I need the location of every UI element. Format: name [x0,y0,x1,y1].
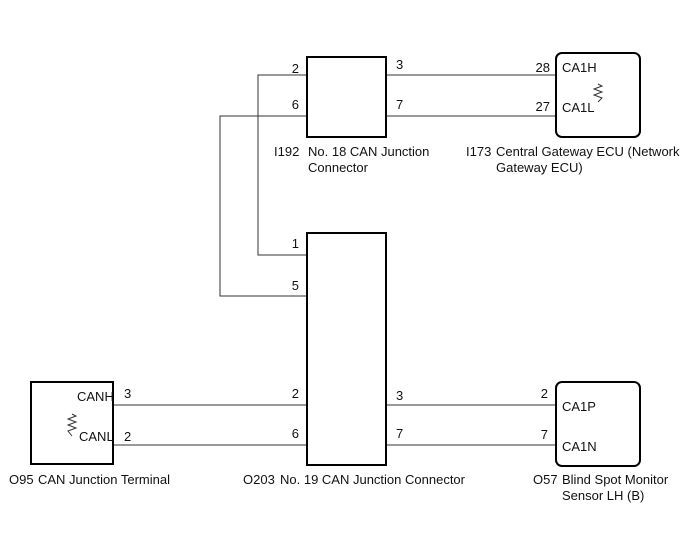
o203-ref: O203 [243,472,275,487]
o203-pin-1: 1 [292,236,299,251]
o95-ref: O95 [9,472,34,487]
i173-name-line1: Central Gateway ECU (Network [496,144,680,159]
o57-name-line1: Blind Spot Monitor [562,472,669,487]
i192-pin-6: 6 [292,97,299,112]
i192-pin-7: 7 [396,97,403,112]
i192-pin-3: 3 [396,57,403,72]
o95-signal-canl: CANL [79,429,114,444]
o95-signal-canh: CANH [77,389,114,404]
o57-ref: O57 [533,472,558,487]
i173-signal-ca1h: CA1H [562,60,597,75]
o203-pin-2: 2 [292,386,299,401]
i192-name-line2: Connector [308,160,369,175]
i173-pin-27: 27 [536,99,550,114]
o95-pin-3: 3 [124,386,131,401]
i173-name-line2: Gateway ECU) [496,160,583,175]
o203-pin-7: 7 [396,426,403,441]
i192-pin-2: 2 [292,61,299,76]
o57-signal-ca1n: CA1N [562,439,597,454]
i173-signal-ca1l: CA1L [562,100,595,115]
o203-pin-3: 3 [396,388,403,403]
o95-name: CAN Junction Terminal [38,472,170,487]
o95-resistor-icon [66,413,78,437]
i192-name-line1: No. 18 CAN Junction [308,144,429,159]
i173-pin-28: 28 [536,60,550,75]
o203-pin-5: 5 [292,278,299,293]
o57-name-line2: Sensor LH (B) [562,488,644,503]
i173-ref: I173 [466,144,491,159]
o57-pin-2: 2 [541,386,548,401]
i173-resistor-icon [592,83,604,103]
o57-sensor-box [555,381,641,467]
i173-ecu-box [555,52,641,138]
o57-signal-ca1p: CA1P [562,399,596,414]
o203-name: No. 19 CAN Junction Connector [280,472,466,487]
o203-pin-6: 6 [292,426,299,441]
o95-pin-2: 2 [124,429,131,444]
o57-pin-7: 7 [541,427,548,442]
i192-connector-box [306,56,387,138]
i192-ref: I192 [274,144,299,159]
o203-connector-box [306,232,387,466]
